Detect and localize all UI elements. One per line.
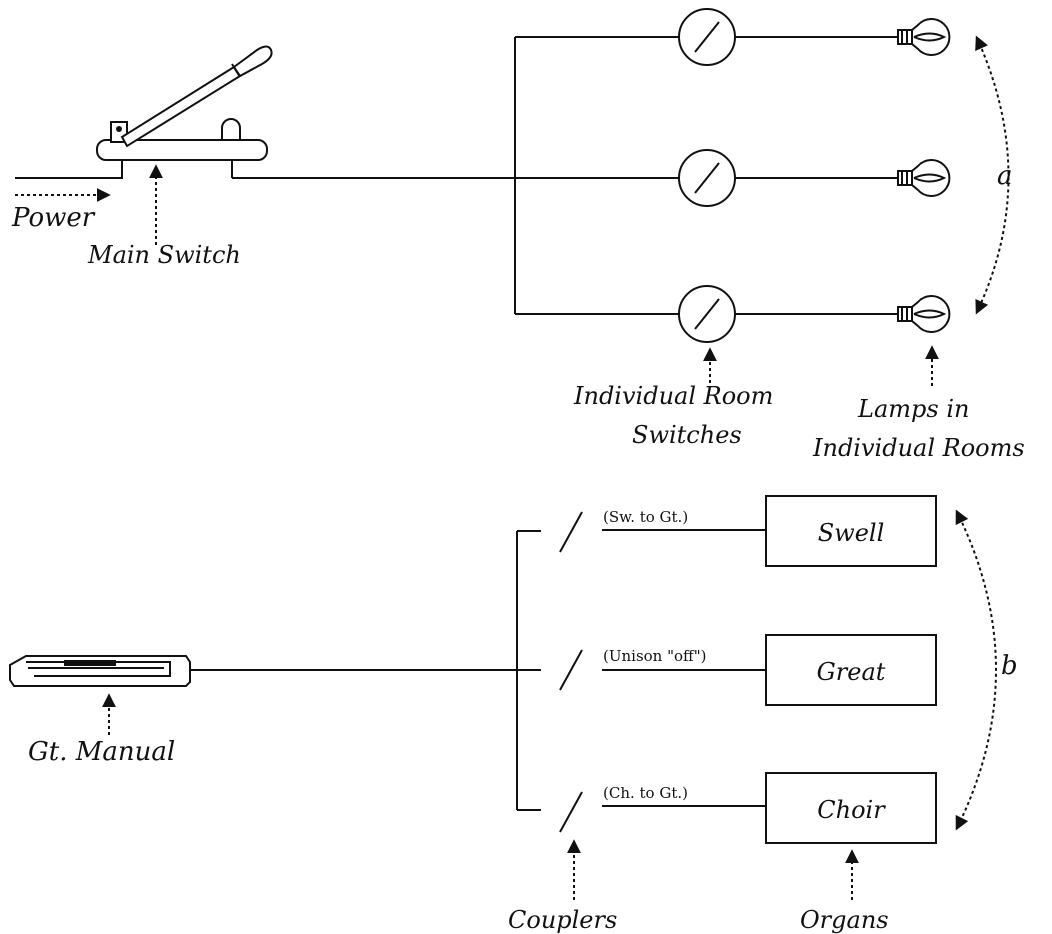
coupler-switch-icon [559,511,583,553]
organ-label-choir: Choir [817,796,886,824]
power-label: Power [11,203,96,233]
organ-box-great: Great [765,634,937,706]
organ-box-swell: Swell [765,495,937,567]
main-switch-label: Main Switch [87,241,241,269]
organs-label: Organs [800,906,889,934]
keyboard-manual-icon [9,655,191,687]
group-b-arrow [955,509,997,831]
lamps-label-line1: Lamps in [857,395,969,423]
coupler-switch-icon [559,791,583,833]
lamp-icon [897,295,951,333]
group-b-label: b [1001,651,1018,681]
room-switches-label-line1: Individual Room [573,382,773,410]
lighting-circuit: Power Main Switch [11,8,1025,462]
group-a-arrow [975,35,1010,315]
main-switch-icon [96,45,273,178]
coupler-label-swell: (Sw. to Gt.) [603,508,688,526]
lamp-icon [897,159,951,197]
organ-box-choir: Choir [765,772,937,844]
lamp-icon [897,18,951,56]
group-a-label: a [997,161,1013,191]
manual-label: Gt. Manual [28,737,175,767]
power-input: Power [11,158,123,233]
lamps-label-line2: Individual Rooms [812,434,1025,462]
room-switch-icon [678,8,736,66]
room-switches-label-line2: Switches [632,421,742,449]
coupler-label-great: (Unison "off") [603,647,706,665]
couplers-label: Couplers [508,906,617,934]
organ-coupler-circuit: Gt. Manual (Sw. to Gt.) (Unison "off") (… [9,495,1018,934]
room-switch-icon [678,285,736,343]
organ-label-great: Great [817,658,886,686]
coupler-label-choir: (Ch. to Gt.) [603,784,688,802]
coupler-switch-icon [559,649,583,691]
room-switch-icon [678,149,736,207]
organ-label-swell: Swell [818,519,885,547]
